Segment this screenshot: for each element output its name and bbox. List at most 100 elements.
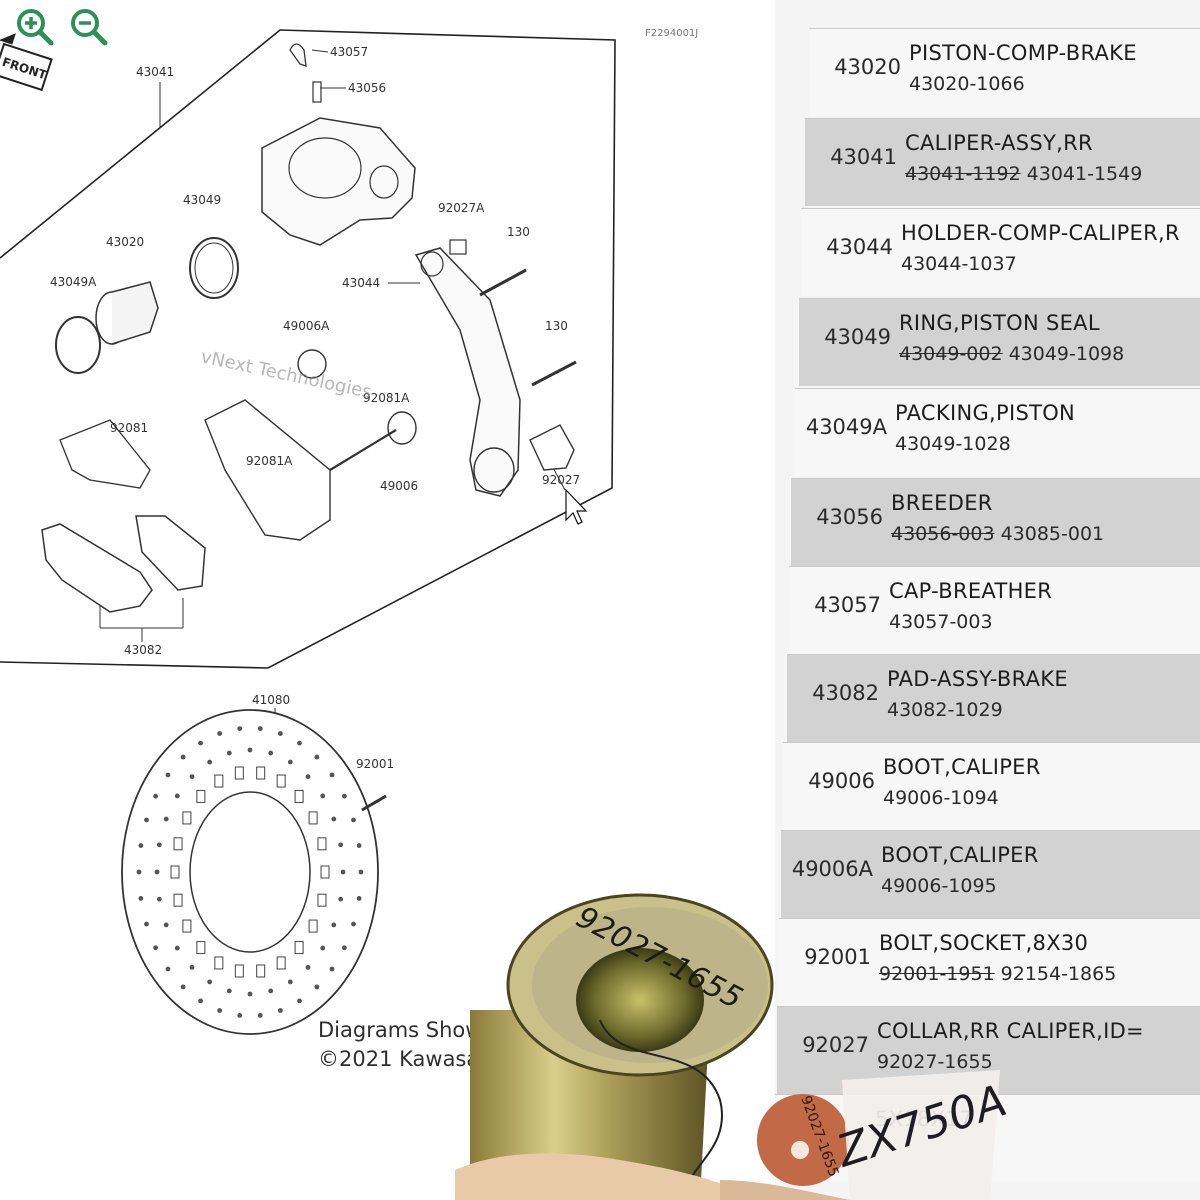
- current-part-number[interactable]: 43057-003: [889, 611, 993, 633]
- part-row[interactable]: 5X18X17: [775, 1094, 1200, 1182]
- disc-hole: [338, 842, 344, 848]
- disc-hole: [207, 759, 213, 765]
- zoom-out-button[interactable]: [68, 6, 108, 46]
- disc-hole: [234, 964, 244, 978]
- callout-92027A[interactable]: 92027A: [438, 201, 485, 215]
- part-number-line[interactable]: 43049-1028: [895, 433, 1011, 455]
- part-description: PAD-ASSY-BRAKE: [887, 667, 1068, 691]
- callout-41080[interactable]: 41080: [252, 693, 290, 707]
- disc-hole: [180, 984, 186, 990]
- callout-43041[interactable]: 43041: [136, 65, 174, 79]
- brake-pad-2-drawing: [135, 515, 206, 591]
- part-number-line[interactable]: 49006-1095: [881, 875, 997, 897]
- part-ref-number: 92001: [804, 945, 871, 969]
- disc-hole: [358, 869, 364, 875]
- current-part-number[interactable]: 43020-1066: [909, 73, 1025, 95]
- disc-hole: [356, 843, 362, 848]
- callout-43049[interactable]: 43049: [183, 193, 221, 207]
- disc-hole: [170, 865, 180, 879]
- disc-hole: [153, 945, 159, 951]
- callout-92001[interactable]: 92001: [356, 757, 394, 771]
- current-part-number[interactable]: 43085-001: [1000, 523, 1105, 545]
- part-number-line[interactable]: 43082-1029: [887, 699, 1003, 721]
- part-ref-number: 49006A: [791, 857, 873, 881]
- callout-43056[interactable]: 43056: [348, 81, 386, 95]
- callout-92081[interactable]: 92081: [110, 421, 148, 435]
- callout-43082[interactable]: 43082: [124, 643, 162, 657]
- callout-43057[interactable]: 43057: [330, 45, 368, 59]
- current-part-number[interactable]: 43082-1029: [887, 699, 1003, 721]
- part-description: PISTON-COMP-BRAKE: [909, 41, 1137, 65]
- disc-hole: [237, 1012, 243, 1018]
- callout-92081A-b[interactable]: 92081A: [246, 454, 293, 468]
- disc-hole: [287, 759, 293, 765]
- disc-hole: [226, 750, 232, 756]
- disc-hole: [294, 789, 304, 803]
- callout-92081A-a[interactable]: 92081A: [363, 391, 410, 405]
- watermark: vNext Technologies: [199, 346, 374, 403]
- disc-hole: [305, 774, 311, 780]
- part-description: BOOT,CALIPER: [881, 843, 1039, 867]
- part-number-line[interactable]: 43020-1066: [909, 73, 1025, 95]
- part-number-line[interactable]: 49006-1094: [883, 787, 999, 809]
- callout-43020[interactable]: 43020: [106, 235, 144, 249]
- brake-disc-drawing: [121, 709, 379, 1035]
- superseded-part-number: 43049-002: [899, 343, 1003, 365]
- disc-hole: [165, 966, 171, 972]
- part-number-line[interactable]: 43057-003: [889, 611, 993, 633]
- disc-hole: [163, 922, 169, 928]
- part-ref-number: 43044: [826, 235, 893, 259]
- callout-130-a[interactable]: 130: [507, 225, 530, 239]
- disc-hole: [256, 964, 266, 978]
- current-part-number[interactable]: 43041-1549: [1026, 163, 1143, 185]
- part-row[interactable]: 49006A BOOT,CALIPER 49006-1095: [781, 830, 1200, 918]
- callout-43049A[interactable]: 43049A: [50, 275, 97, 289]
- current-part-number[interactable]: 49006-1095: [881, 875, 997, 897]
- callout-43044[interactable]: 43044: [342, 276, 380, 290]
- part-description: PACKING,PISTON: [895, 401, 1076, 425]
- disc-hole: [196, 941, 206, 955]
- disc-hole: [156, 896, 162, 902]
- piston-drawing: [95, 281, 159, 345]
- zoom-in-button[interactable]: [14, 6, 54, 46]
- current-part-number[interactable]: 43044-1037: [901, 253, 1017, 275]
- current-part-number[interactable]: 92154-1865: [1000, 963, 1117, 985]
- piston-seal-ring-drawing: [189, 237, 239, 299]
- disc-hole: [217, 1008, 223, 1013]
- part-number-line[interactable]: 43044-1037: [901, 253, 1017, 275]
- disc-hole: [287, 979, 293, 985]
- disc-hole: [294, 941, 304, 955]
- callout-92027[interactable]: 92027: [542, 473, 580, 487]
- current-part-number[interactable]: 43049-1098: [1008, 343, 1125, 365]
- part-number-line[interactable]: 92027-1655: [877, 1051, 993, 1073]
- current-part-number[interactable]: 43049-1028: [895, 433, 1011, 455]
- parts-diagram-pane[interactable]: F2294001J FRONT: [0, 0, 770, 1200]
- current-part-number[interactable]: 49006-1094: [883, 787, 999, 809]
- caliper-group-outline: [0, 29, 616, 669]
- disc-hole: [276, 956, 286, 970]
- callout-49006A[interactable]: 49006A: [283, 319, 330, 333]
- callout-49006[interactable]: 49006: [380, 479, 418, 493]
- current-part-number[interactable]: 92027-1655: [877, 1051, 993, 1073]
- disc-hole: [320, 865, 330, 879]
- disc-hole: [351, 921, 356, 927]
- part-description: BOOT,CALIPER: [883, 755, 1041, 779]
- front-arrow-icon: FRONT: [0, 33, 53, 92]
- callout-130-b[interactable]: 130: [545, 319, 568, 333]
